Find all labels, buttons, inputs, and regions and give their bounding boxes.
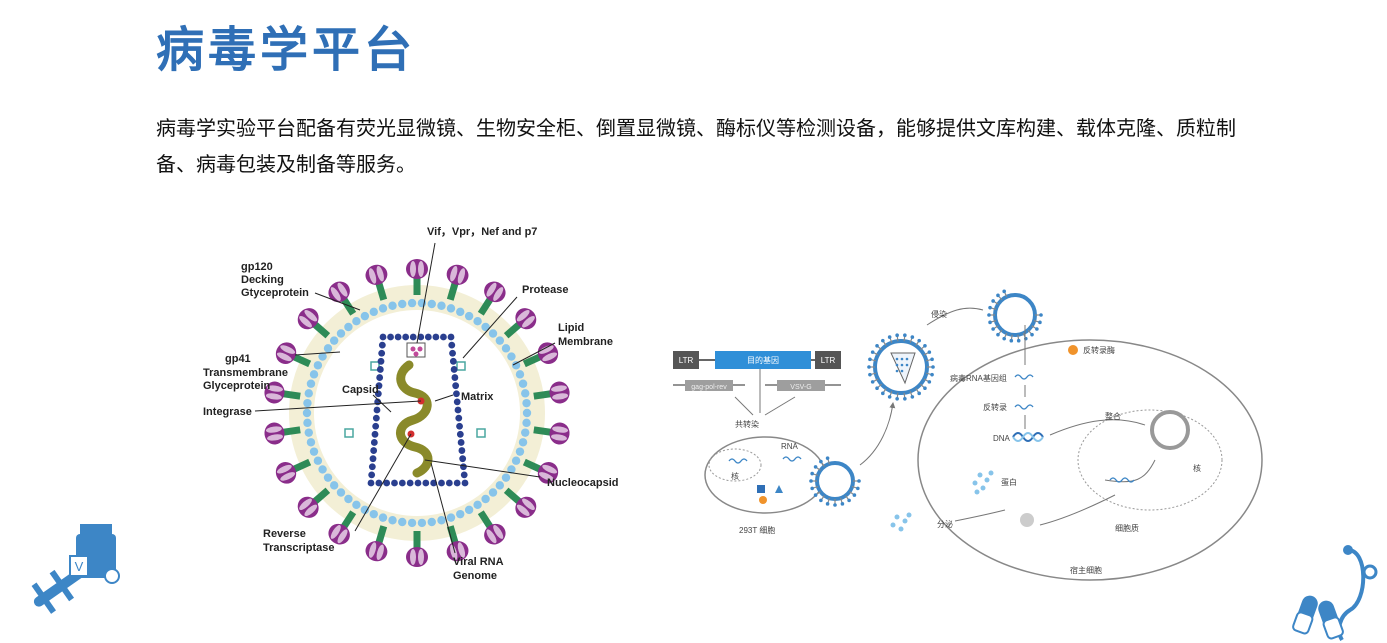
label-vif: Vif，Vpr，Nef and p7 [427, 226, 537, 238]
rt-enzyme-label: 反转录酶 [1083, 345, 1115, 355]
nucleus-293t [708, 448, 762, 482]
dna-label: DNA [993, 434, 1011, 443]
secrete-label: 分泌 [937, 519, 953, 529]
svg-text:V: V [75, 559, 84, 574]
reverse-transcriptase-dot [1068, 345, 1078, 355]
cell-293t-label: 293T 细胞 [739, 525, 775, 535]
label-transcriptase: Transcriptase [263, 542, 335, 554]
free-virus [867, 333, 935, 401]
matrix-square [456, 361, 466, 371]
secreted-protein-cluster [890, 512, 912, 532]
ltr-right-label: LTR [821, 356, 836, 365]
host-nucleus-label: 核 [1193, 463, 1201, 473]
label-gp120-3: Gtyceprotein [241, 287, 309, 299]
vsvg-box [777, 380, 825, 391]
label-gp120-2: Decking [241, 274, 284, 286]
spike-ring [264, 259, 570, 567]
lipid-membrane-ring [302, 298, 532, 528]
label-gp41-3: Glyceprotein [203, 380, 271, 392]
viral-rna-genome-shape [396, 360, 433, 478]
workflow-diagram: LTR 目的基因 LTR gag-pol-rev VSV-G 共转染 核 RNA… [673, 289, 1263, 581]
reverse-transcription-label: 反转录 [983, 402, 1007, 412]
label-gp41-2: Transmembrane [203, 367, 288, 379]
integration-label: 整合 [1105, 411, 1121, 421]
matrix-square [344, 428, 354, 438]
host-genome-ring [1150, 410, 1190, 450]
label-gp41: gp41 [225, 353, 251, 365]
virion-diagram: Vif，Vpr，Nef and p7 gp120 Decking Gtycepr… [203, 226, 619, 582]
ltr-left-box [673, 351, 699, 369]
gag-pol-box [685, 380, 733, 391]
host-cell-label: 宿主细胞 [1070, 565, 1102, 575]
protein-cluster [972, 470, 994, 495]
label-lipid: Lipid [558, 322, 584, 334]
infect-label: 侵染 [931, 309, 947, 319]
rna-label: RNA [781, 442, 799, 451]
label-viral-rna: Viral RNA [453, 556, 504, 568]
target-gene-box [715, 351, 811, 369]
host-nucleus [1077, 409, 1223, 511]
label-capsid: Capsid [342, 384, 379, 396]
vsvg-label: VSV-G [790, 384, 811, 391]
label-genome: Genome [453, 570, 497, 582]
matrix-square [476, 428, 486, 438]
label-reverse: Reverse [263, 528, 306, 540]
page-description: 病毒学实验平台配备有荧光显微镜、生物安全柜、倒置显微镜、酶标仪等检测设备，能够提… [156, 116, 1236, 176]
protein-label: 蛋白 [1001, 477, 1017, 487]
viral-rna-genome-label: 病毒RNA基因组 [950, 373, 1007, 383]
entry-virus [987, 289, 1043, 343]
target-gene-label: 目的基因 [747, 355, 779, 365]
crutch-medicine-icon: V [31, 524, 120, 614]
capsid-cone [367, 333, 469, 487]
nucleus-293t-label: 核 [731, 471, 739, 481]
ltr-right-box [815, 351, 841, 369]
ltr-left-label: LTR [679, 356, 694, 365]
cotransfect-label: 共转染 [735, 419, 759, 429]
budding-virus [809, 456, 861, 507]
label-integrase: Integrase [203, 406, 252, 418]
gag-pol-label: gag-pol-rev [691, 384, 727, 391]
matrix-square [370, 361, 380, 371]
host-cell [917, 339, 1263, 581]
ribosome [1020, 513, 1034, 527]
label-nucleocapsid: Nucleocapsid [547, 477, 619, 489]
label-matrix: Matrix [461, 391, 494, 403]
cytoplasm-label: 细胞质 [1115, 523, 1139, 533]
stethoscope-pill-icon [1292, 545, 1378, 642]
label-membrane: Membrane [558, 336, 613, 348]
label-protease: Protease [522, 284, 568, 296]
label-gp120: gp120 [241, 261, 273, 273]
page-title: 病毒学平台 [156, 22, 417, 78]
